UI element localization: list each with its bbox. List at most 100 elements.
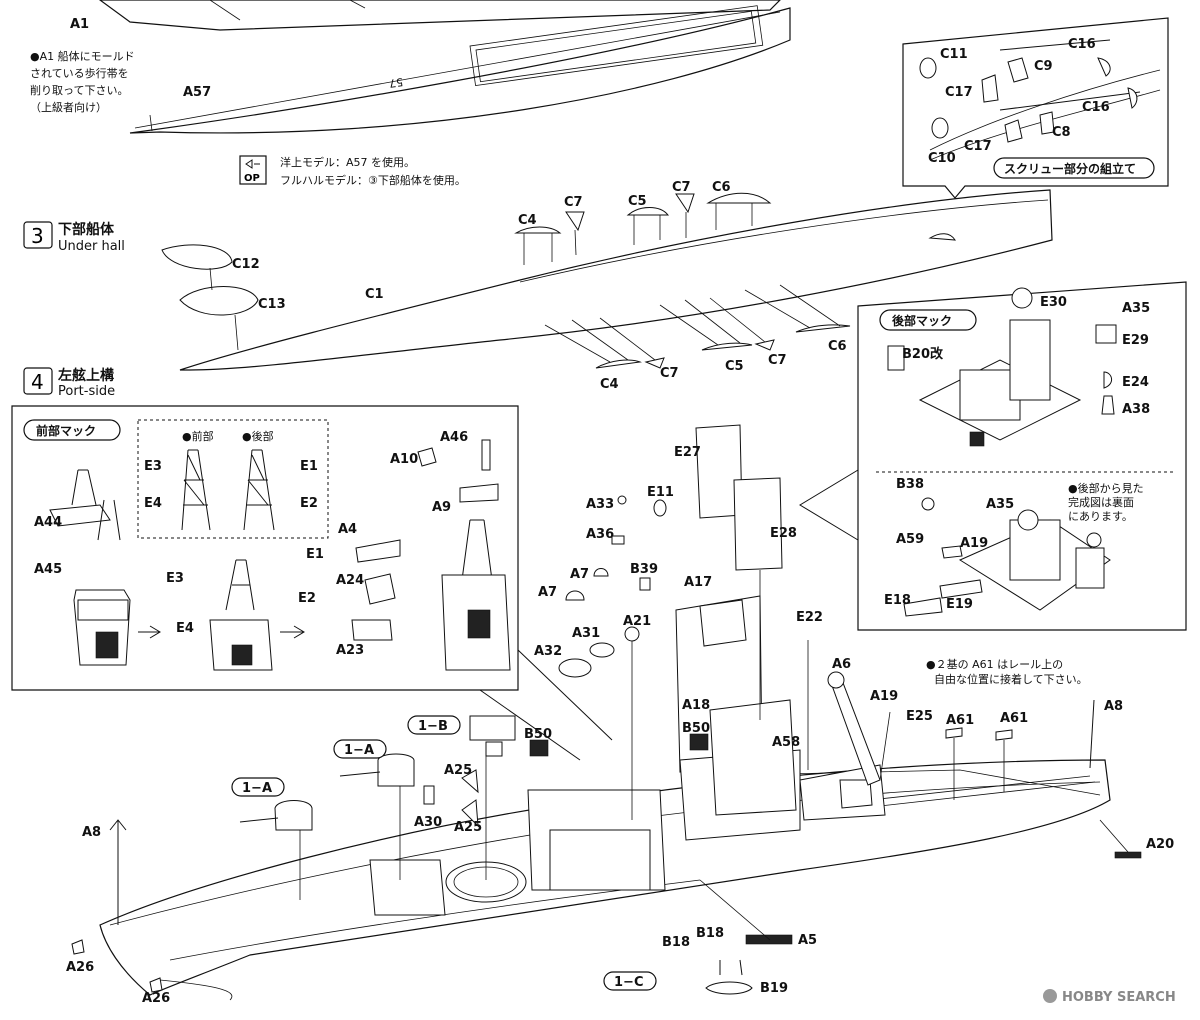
label-e18: E18 xyxy=(884,593,911,608)
label-c9: C9 xyxy=(1034,59,1053,74)
label-e3-mid: E3 xyxy=(166,571,184,586)
label-b18-right: B18 xyxy=(696,926,724,941)
label-b50-right: B50 xyxy=(682,721,710,736)
label-e28: E28 xyxy=(770,526,797,541)
label-b38: B38 xyxy=(896,477,924,492)
label-e2-mid: E2 xyxy=(298,591,316,606)
label-c8: C8 xyxy=(1052,125,1071,140)
label-e4-panel: E4 xyxy=(144,496,162,511)
label-e30: E30 xyxy=(1040,295,1067,310)
label-c12: C12 xyxy=(232,257,260,272)
label-a58: A58 xyxy=(772,735,800,750)
screw-inset-title: スクリュー部分の組立て xyxy=(1004,161,1136,176)
label-c16-b: C16 xyxy=(1082,100,1110,115)
rail-note-1: ●２基の A61 はレール上の xyxy=(926,658,1063,671)
label-a32: A32 xyxy=(534,644,562,659)
label-c6-bottom: C6 xyxy=(828,339,847,354)
hull-note-line-1: ●A1 船体にモールド xyxy=(30,49,135,63)
label-a7-right: A7 xyxy=(570,567,589,582)
aft-mast-title: 後部マック xyxy=(892,313,952,328)
option-note: OP 洋上モデル：A57 を使用。 フルハルモデル：③下部船体を使用。 xyxy=(239,155,466,187)
fore-mast-title: 前部マック xyxy=(36,423,96,438)
label-c7-bottom-b: C7 xyxy=(768,353,787,368)
rear-label: ●後部 xyxy=(242,429,274,443)
label-a25-top: A25 xyxy=(444,763,472,778)
label-c4-bottom: C4 xyxy=(600,377,619,392)
label-b18-left: B18 xyxy=(662,935,690,950)
step3-title-jp: 下部船体 xyxy=(58,221,115,238)
label-a57: A57 xyxy=(183,85,211,100)
rear-view-note-3: にあります。 xyxy=(1068,510,1133,523)
part-a20 xyxy=(1114,851,1142,859)
label-a8-bow: A8 xyxy=(82,825,101,840)
label-a26-left: A26 xyxy=(66,960,94,975)
label-a9: A9 xyxy=(432,500,451,515)
step3-title-en: Under hall xyxy=(58,239,125,254)
callout-1a-lower-text: 1−A xyxy=(242,781,272,796)
callout-1b-text: 1−B xyxy=(418,719,448,734)
label-a18: A18 xyxy=(682,698,710,713)
label-b19: B19 xyxy=(760,981,788,996)
rear-view-note-2: 完成図は裏面 xyxy=(1068,495,1134,509)
main-assembly: E27 E28 E11 A33 A36 B39 A7 A7 A17 A21 A3… xyxy=(66,424,1174,1006)
label-a45: A45 xyxy=(34,562,62,577)
label-c16-a: C16 xyxy=(1068,37,1096,52)
hull-note-line-4: （上級者向け） xyxy=(30,100,107,114)
callout-1a-upper-text: 1−A xyxy=(344,743,374,758)
label-e11: E11 xyxy=(647,485,674,500)
part-c13 xyxy=(179,286,259,316)
label-a7-left: A7 xyxy=(538,585,557,600)
hull-note-line-2: されている歩行帯を xyxy=(30,66,129,80)
label-a35-top: A35 xyxy=(1122,301,1150,316)
label-e1-panel: E1 xyxy=(300,459,318,474)
label-a46: A46 xyxy=(440,430,468,445)
label-a61-right: A61 xyxy=(1000,711,1028,726)
label-c6-top: C6 xyxy=(712,180,731,195)
top-hull-section: 57 A1 A57 ●A1 船体にモールド されている歩行帯を 削り取って下さい… xyxy=(30,0,791,134)
step3-number: 3 xyxy=(31,224,44,248)
part-c12 xyxy=(161,244,233,270)
part-b19 xyxy=(705,981,753,995)
label-c5-top: C5 xyxy=(628,194,647,209)
label-a21: A21 xyxy=(623,614,651,629)
label-a19-aft: A19 xyxy=(960,536,988,551)
label-e22: E22 xyxy=(796,610,823,625)
option-icon-text: OP xyxy=(244,173,260,184)
hull-note: ●A1 船体にモールド されている歩行帯を 削り取って下さい。 （上級者向け） xyxy=(30,49,135,114)
label-a33: A33 xyxy=(586,497,614,512)
watermark: HOBBY SEARCH xyxy=(1043,989,1176,1005)
label-e27: E27 xyxy=(674,445,701,460)
option-line-1: 洋上モデル：A57 を使用。 xyxy=(280,155,415,169)
step4-title-en: Port-side xyxy=(58,384,115,399)
hull-a57 xyxy=(129,7,791,134)
label-a36: A36 xyxy=(586,527,614,542)
label-a59: A59 xyxy=(896,532,924,547)
label-c10: C10 xyxy=(928,151,956,166)
fore-label: ●前部 xyxy=(182,429,214,443)
screw-inset: C11 C16 C9 C17 C16 C8 C10 C17 スクリュー部分の組立… xyxy=(902,17,1169,199)
hull-note-line-3: 削り取って下さい。 xyxy=(30,83,128,97)
label-a31: A31 xyxy=(572,626,600,641)
label-a26-right: A26 xyxy=(142,991,170,1006)
option-icon xyxy=(239,155,267,185)
label-c17-a: C17 xyxy=(945,85,973,100)
label-a8-stern: A8 xyxy=(1104,699,1123,714)
step3-section: 3 下部船体 Under hall C12 C13 C1 C4 C7 C5 C7… xyxy=(23,180,1053,392)
label-c7-bottom-a: C7 xyxy=(660,366,679,381)
label-e1-mid: E1 xyxy=(306,547,324,562)
label-c1: C1 xyxy=(365,287,384,302)
label-a25-bottom: A25 xyxy=(454,820,482,835)
step4-number-box xyxy=(23,367,53,395)
label-a35-bottom: A35 xyxy=(986,497,1014,512)
label-a24: A24 xyxy=(336,573,364,588)
fore-mast-inset: 前部マック ●前部 ●後部 E3 E4 E1 E2 A44 A45 E3 E1 … xyxy=(11,405,613,761)
callout-1b: 1−B xyxy=(407,715,461,735)
label-b50-left: B50 xyxy=(524,727,552,742)
label-c7-top-b: C7 xyxy=(672,180,691,195)
step4-title-jp: 左舷上構 xyxy=(57,367,114,384)
label-a1: A1 xyxy=(70,17,89,32)
label-a61-left: A61 xyxy=(946,713,974,728)
callout-1c-text: 1−C xyxy=(614,975,643,990)
